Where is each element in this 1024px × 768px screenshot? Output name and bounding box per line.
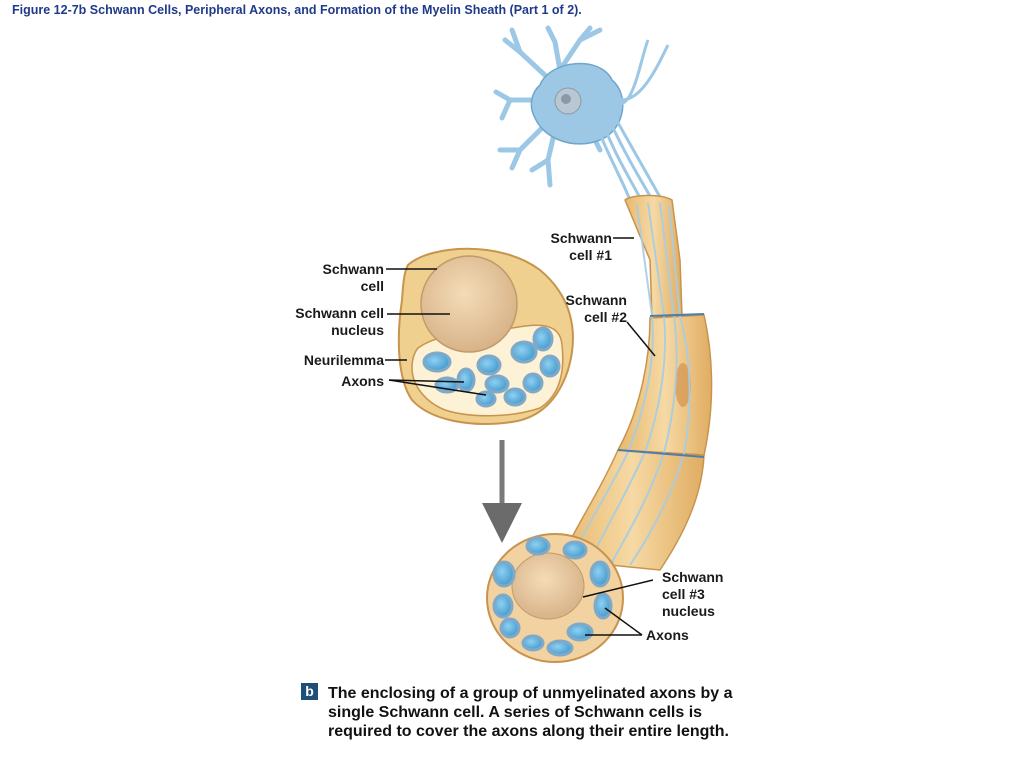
node-junction-1 [649,313,705,317]
leader-lines [385,237,656,636]
figure-caption: The enclosing of a group of unmyelinated… [328,685,733,740]
schwann-cell-2-nucleus [675,363,691,407]
label-schwann-cell-1: Schwann cell #1 [550,230,612,263]
leader-schwann-cell-2 [626,321,656,357]
label-schwann-cell-nucleus: Schwann cell nucleus [295,305,384,338]
node-junction-2 [617,449,705,458]
label-schwann-cell: Schwann cell [322,261,384,294]
axon-bundle-upper [593,39,670,201]
cross-section-axons [492,536,613,657]
left-cross-section [397,247,574,425]
leader-axons-left-2 [388,379,487,396]
neuron-nucleolus [561,94,571,104]
left-schwann-cell-nucleus [420,255,518,353]
fiber-cross-section [486,533,624,663]
schwann-cell-3-nucleus-shape [511,552,585,620]
leader-schwann-cell-3-nucleus [582,579,654,598]
label-axons-left: Axons [341,373,384,389]
panel-badge: b [301,683,318,700]
leader-axons-right-1 [604,607,643,636]
nerve-fiber [558,194,713,571]
label-axons-right: Axons [646,627,689,643]
neuron [493,25,670,201]
label-schwann-cell-3-nucleus: Schwann cell #3 nucleus [662,569,724,619]
label-neurilemma: Neurilemma [303,352,384,368]
left-axons [422,326,561,408]
figure-title: Figure 12-7b Schwann Cells, Peripheral A… [12,3,582,17]
schwann-cell-3-sheath [558,449,705,571]
label-schwann-cell-2: Schwann cell #2 [565,292,627,325]
leader-axons-left-1 [388,379,465,383]
